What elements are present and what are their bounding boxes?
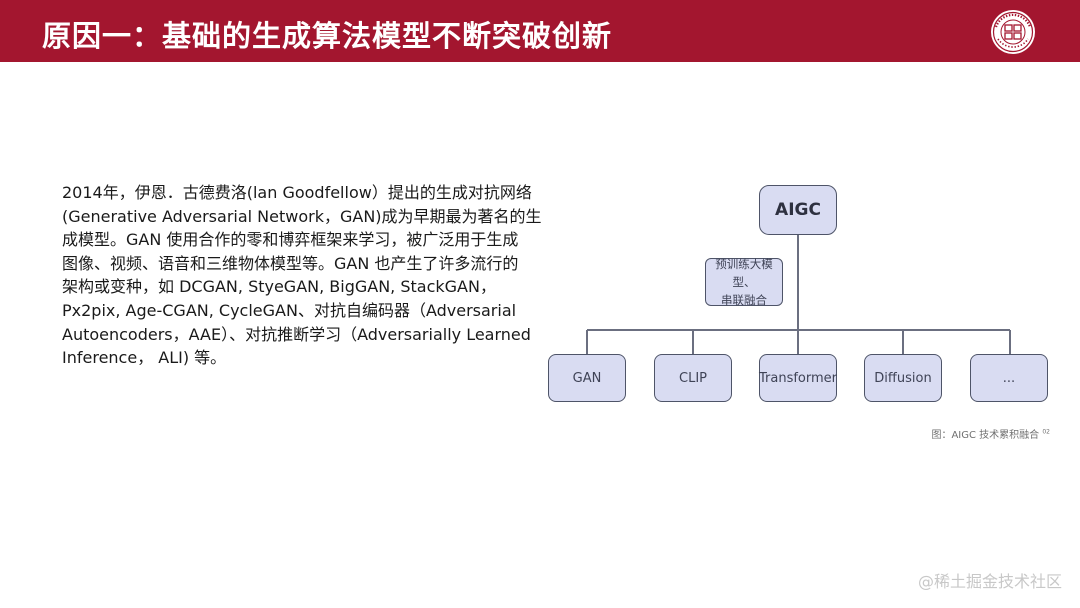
paragraph-line: 2014年，伊恩．古德费洛(lan Goodfellow）提出的生成对抗网络 [62,183,532,202]
paragraph-line: Px2pix, Age-CGAN, CycleGAN、对抗自编码器（Advers… [62,300,517,320]
paragraph-line: Autoencoders，AAE）、对抗推断学习（Adversarially L… [62,324,531,344]
page-title: 原因一：基础的生成算法模型不断突破创新 [42,19,613,53]
caption-superscript: 02 [1042,428,1050,436]
gan-description-paragraph: 2014年，伊恩．古德费洛(lan Goodfellow）提出的生成对抗网络 (… [62,181,542,370]
clip-node: CLIP [654,354,732,402]
paragraph-line: 图像、视频、语音和三维物体模型等。GAN 也产生了许多流行的 [62,253,519,273]
gan-node: GAN [548,354,626,402]
paragraph-line: 成模型。GAN 使用合作的零和博弈框架来学习，被广泛用于生成 [62,230,519,250]
aigc-technology-diagram: AIGC 预训练大模型、 串联融合 GAN CLIP Transformer D… [540,178,1060,418]
transformer-node: Transformer [759,354,837,402]
paragraph-line: (Generative Adversarial Network，GAN)成为早期… [62,206,542,226]
paragraph-line: Inference， ALI) 等。 [62,348,227,368]
diffusion-node: Diffusion [864,354,942,402]
figure-caption: 图：AIGC 技术累积融合 02 [931,426,1050,441]
pretrained-model-fusion-node: 预训练大模型、 串联融合 [705,257,783,307]
watermark: @稀土掘金技术社区 [917,572,1062,591]
title-bar: 原因一：基础的生成算法模型不断突破创新 [0,0,1080,62]
mid-node-line: 串联融合 [721,293,767,307]
caption-text: 图：AIGC 技术累积融合 [931,430,1040,441]
diagram-connectors [586,234,1011,354]
paragraph-line: 架构或变种，如 DCGAN, StyeGAN, BigGAN, StackGAN… [62,277,496,297]
ellipsis-node: ... [970,354,1048,402]
mid-node-line: 预训练大模型、 [715,257,773,289]
aigc-root-node: AIGC [759,185,837,235]
university-seal-icon [991,10,1035,54]
